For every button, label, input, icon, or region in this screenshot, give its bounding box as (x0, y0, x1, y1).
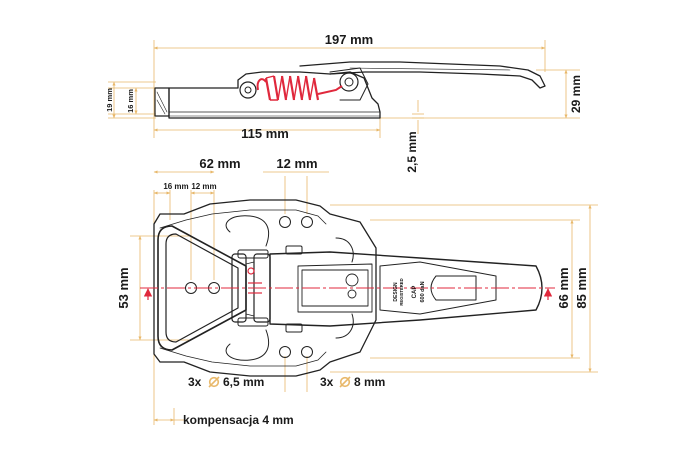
holes-large-count: 3x (320, 375, 334, 389)
dim-thickness-label: 2,5 mm (405, 131, 419, 172)
dim-16-small-label: 16 mm (163, 182, 188, 191)
spring-icon (256, 75, 343, 101)
marking-registered: REGISTERED (399, 278, 404, 305)
logo-icon (345, 273, 359, 287)
dim-197-label: 197 mm (325, 32, 373, 47)
holes-small-count: 3x (188, 375, 202, 389)
dim-12-label: 12 mm (276, 156, 317, 171)
marking-cap: CAP (412, 286, 418, 299)
compensation-label: kompensacja 4 mm (183, 413, 294, 427)
side-view (108, 40, 580, 138)
dim-85-label: 85 mm (574, 267, 589, 308)
dim-66-label: 66 mm (556, 267, 571, 308)
dim-16-label: 16 mm (126, 89, 135, 113)
diameter-icon (339, 376, 351, 388)
mounting-holes (185, 216, 313, 358)
diameter-icon (208, 376, 220, 388)
dim-62-label: 62 mm (199, 156, 240, 171)
dim-19-label: 19 mm (105, 88, 114, 112)
dim-115-label: 115 mm (241, 126, 289, 141)
holes-large-dia: 8 mm (354, 375, 385, 389)
holes-small-dia: 6,5 mm (223, 375, 264, 389)
marking-load: 600 daN (420, 281, 426, 302)
marking-design: DESIGN (393, 282, 399, 302)
top-view (130, 170, 598, 425)
part-marking: DESIGN REGISTERED CAP 600 daN (393, 278, 426, 305)
dim-12-small-label: 12 mm (191, 182, 216, 191)
dim-53-label: 53 mm (116, 267, 131, 308)
dim-29-label: 29 mm (569, 75, 583, 113)
